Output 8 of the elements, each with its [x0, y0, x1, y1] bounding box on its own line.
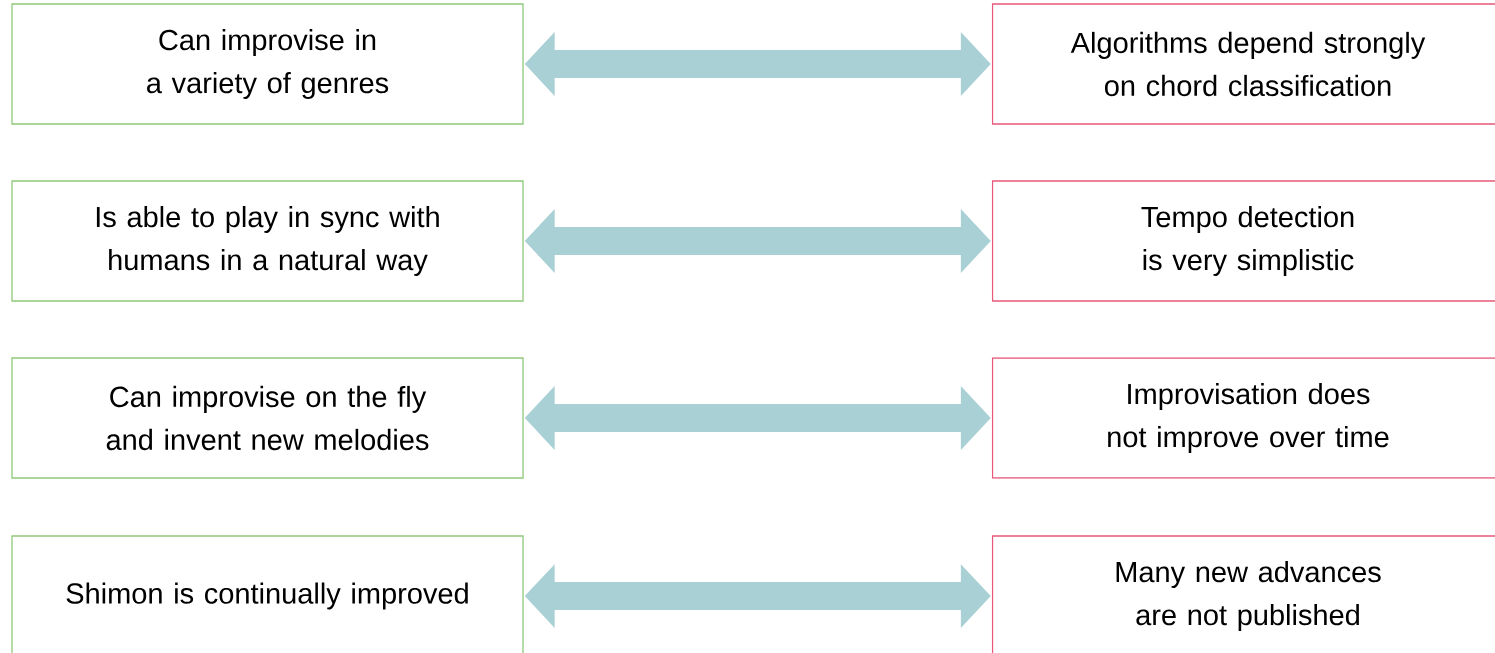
text-box: Tempo detection is very simplistic [991, 180, 1495, 302]
text-box: Can improvise on the fly and invent new melodies [11, 357, 524, 479]
text-box: Can improvise in a variety of genres [11, 3, 524, 125]
text-box: Algorithms depend strongly on chord classification [991, 3, 1495, 125]
text-box: Many new advances are not published [991, 535, 1495, 653]
text-box: Shimon is continually improved [11, 535, 524, 653]
text-box: Is able to play in sync with humans in a natural way [11, 180, 524, 302]
text-box: Improvisation does not improve over time [991, 357, 1495, 479]
